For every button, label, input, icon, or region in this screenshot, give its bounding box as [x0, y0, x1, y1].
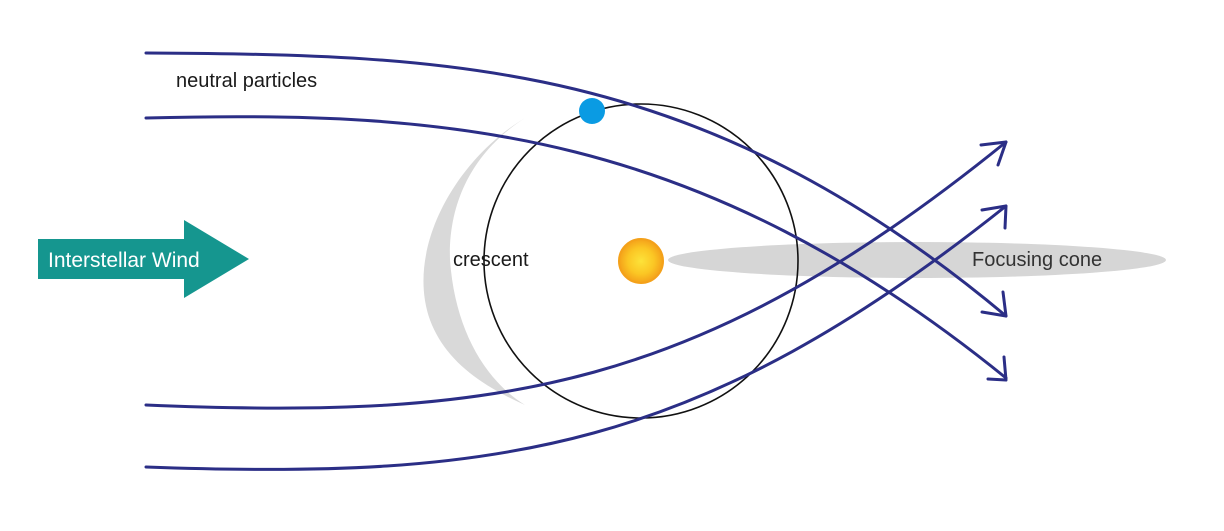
- interstellar-wind-arrow: Interstellar Wind: [38, 220, 249, 298]
- earth-icon: [579, 98, 605, 124]
- crescent-shape: [423, 118, 525, 405]
- focusing-cone-shape: [668, 242, 1166, 278]
- arrowhead-upper-1: [980, 290, 1008, 318]
- particle-trajectory-lower-2: [144, 204, 1008, 472]
- particle-trajectory-upper-1: [144, 51, 1008, 318]
- focusing-cone-label: Focusing cone: [972, 249, 1102, 271]
- particle-trajectory-upper-2: [144, 115, 1008, 380]
- interstellar-wind-label: Interstellar Wind: [48, 249, 200, 272]
- arrowhead-lower-1: [979, 140, 1008, 167]
- arrowhead-lower-2: [980, 204, 1008, 230]
- sun-icon: [618, 238, 664, 284]
- crescent-label: crescent: [453, 249, 529, 271]
- arrowhead-upper-2: [986, 355, 1008, 382]
- particle-trajectory-lower-1: [144, 140, 1008, 410]
- neutral-particles-label: neutral particles: [176, 70, 317, 92]
